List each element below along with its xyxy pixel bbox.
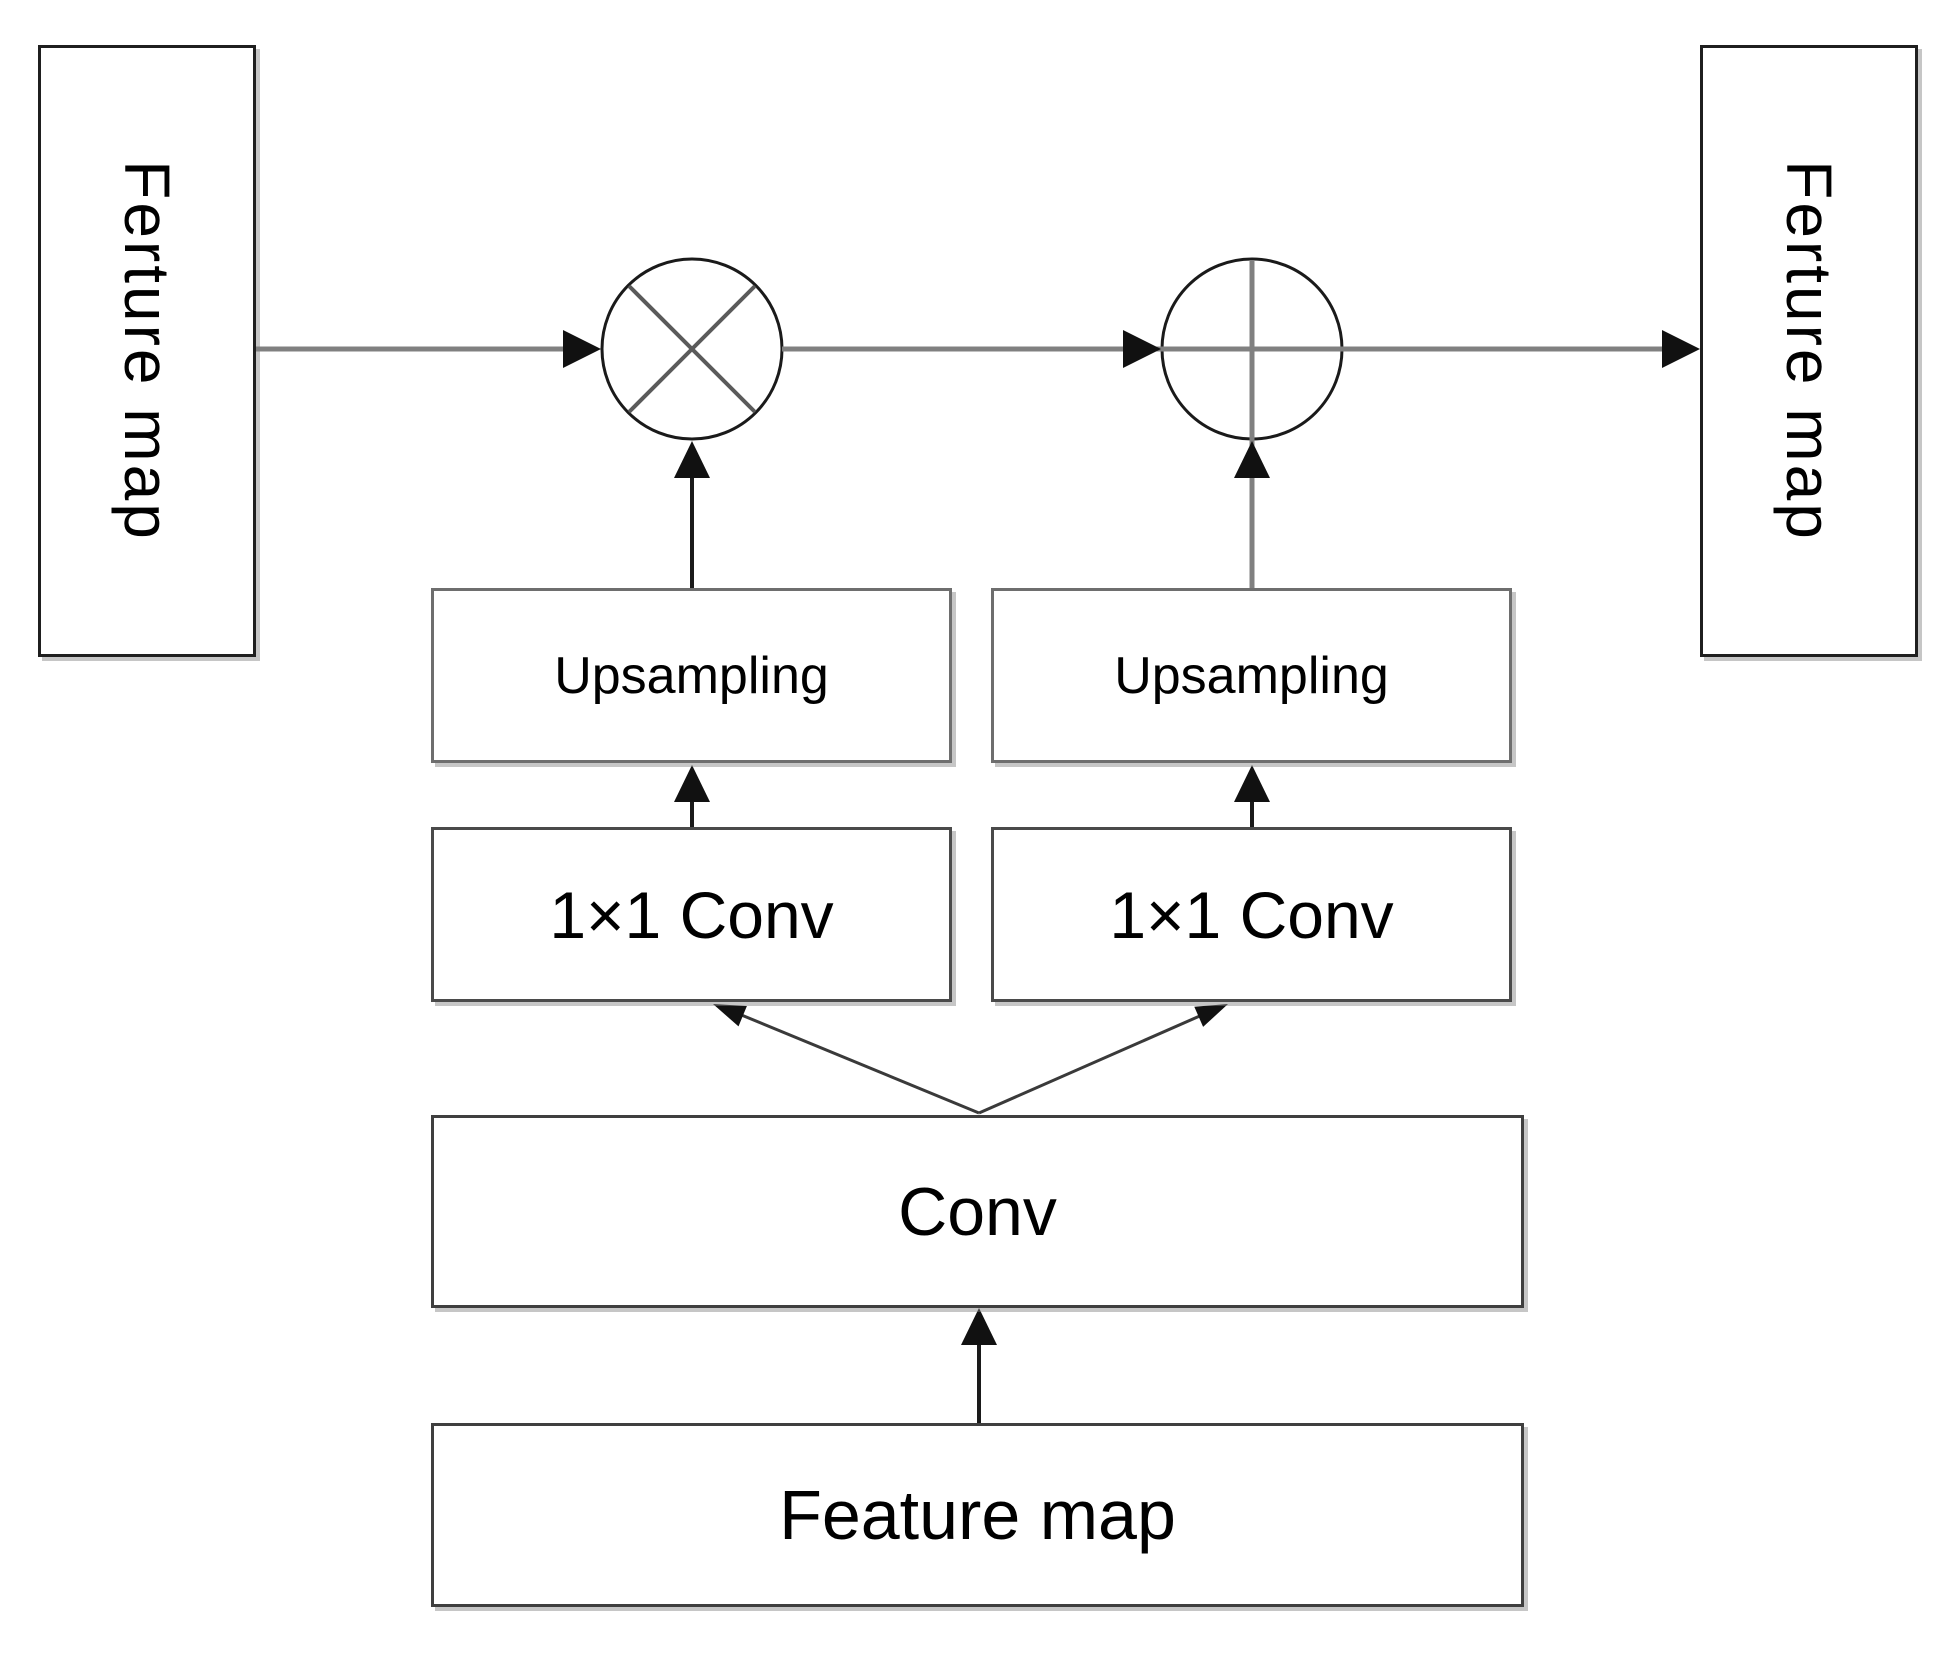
conv-box: Conv: [431, 1115, 1524, 1308]
multiply-circle-icon: [600, 257, 784, 441]
diagonal-conv-to-conv1x1-left: [738, 1012, 980, 1115]
feature-map-box-right: Ferture map: [1700, 45, 1918, 657]
feature-map-left-label: Ferture map: [111, 160, 183, 542]
arrowhead-into-add: [1123, 330, 1161, 368]
conv1x1-box-right: 1×1 Conv: [991, 827, 1512, 1002]
upsampling-left-label: Upsampling: [554, 646, 829, 705]
arrowhead-into-conv-bottom: [961, 1308, 997, 1345]
feature-map-right-label: Ferture map: [1773, 160, 1845, 542]
multiply-cross-stroke-2: [627, 284, 757, 414]
diagonal-conv-to-conv1x1-right: [978, 1013, 1203, 1115]
arrowhead-into-conv1x1-right: [1194, 1004, 1228, 1027]
arrowhead-into-add-bottom: [1234, 441, 1270, 478]
upsampling-box-left: Upsampling: [431, 588, 952, 763]
upsampling-right-label: Upsampling: [1114, 646, 1389, 705]
feature-map-box-left: Ferture map: [38, 45, 256, 657]
conv1x1-box-left: 1×1 Conv: [431, 827, 952, 1002]
arrowhead-into-upsampling-right: [1234, 765, 1270, 802]
arrowhead-into-conv1x1-left: [713, 1004, 747, 1027]
arrowhead-into-multiply-bottom: [674, 441, 710, 478]
conv1x1-right-label: 1×1 Conv: [1109, 877, 1394, 952]
multiply-cross-stroke-1: [627, 284, 757, 414]
arrowhead-into-upsampling-left: [674, 765, 710, 802]
conv-label: Conv: [898, 1173, 1057, 1250]
arrowhead-into-right-feature: [1662, 330, 1700, 368]
conv1x1-left-label: 1×1 Conv: [549, 877, 834, 952]
feature-map-bottom-label: Feature map: [779, 1476, 1176, 1554]
add-circle-icon: [1160, 257, 1344, 441]
arrowhead-into-multiply: [563, 330, 601, 368]
feature-map-box-bottom: Feature map: [431, 1423, 1524, 1607]
upsampling-box-right: Upsampling: [991, 588, 1512, 763]
